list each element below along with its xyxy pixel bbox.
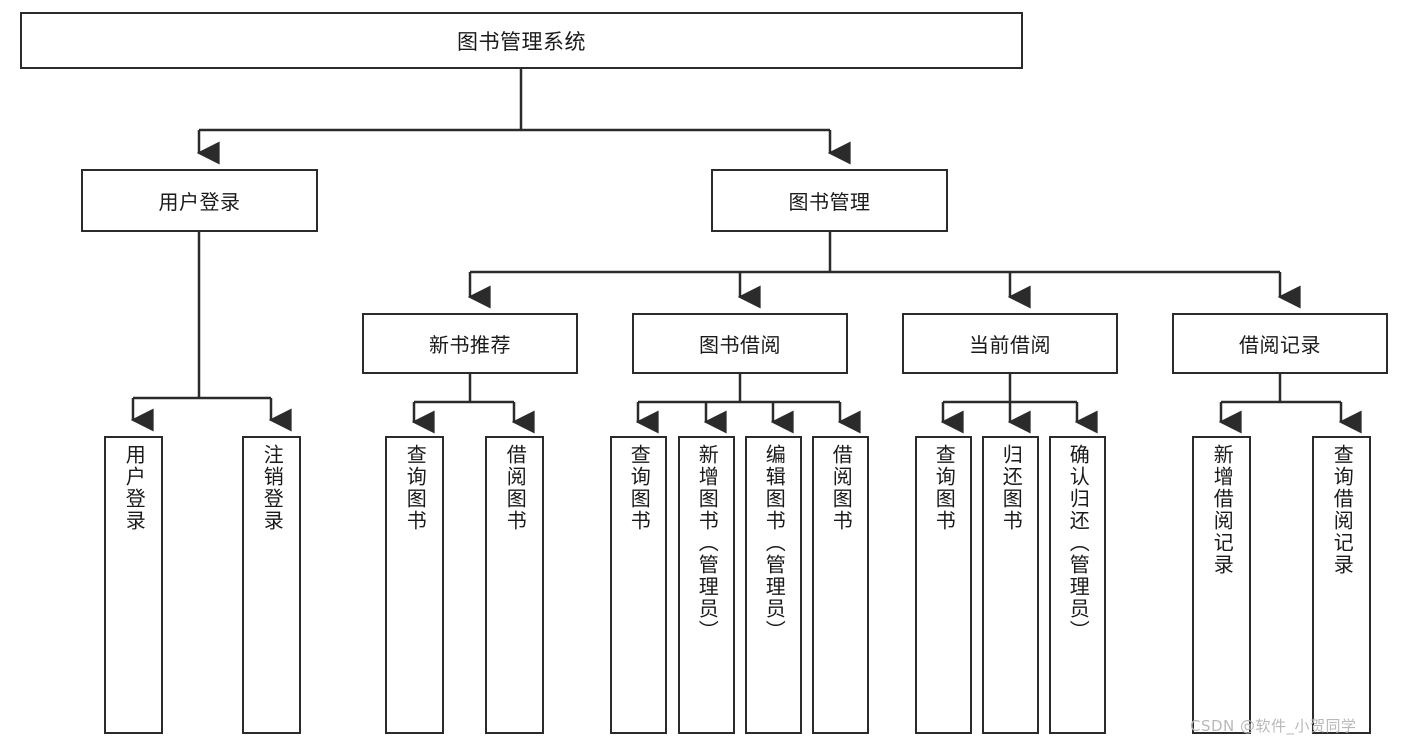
node-leaf-query-book-borrow[interactable]: 查询图书 [610,436,667,734]
node-leaf-add-book-admin[interactable]: 新增图书（管理员） [678,436,735,734]
node-leaf-label: 查询图书 [627,444,652,532]
node-leaf-label: 查询借阅记录 [1330,444,1355,576]
node-new-book-recommend[interactable]: 新书推荐 [362,313,578,374]
node-leaf-logout-login[interactable]: 注销登录 [242,436,301,734]
node-leaf-borrow-book-recommend[interactable]: 借阅图书 [485,436,544,734]
node-leaf-query-book-recommend[interactable]: 查询图书 [385,436,444,734]
edge-group-new-book-recommend [411,374,535,434]
node-root-system[interactable]: 图书管理系统 [20,12,1023,69]
node-borrow-record-label: 借阅记录 [1239,333,1321,357]
node-user-login-label: 用户登录 [158,190,241,214]
node-leaf-label: 注销登录 [260,444,285,532]
node-leaf-return-book[interactable]: 归还图书 [982,436,1039,734]
node-leaf-user-login[interactable]: 用户登录 [104,436,163,734]
edge-group-borrow-record [1218,374,1362,434]
node-leaf-query-book-current[interactable]: 查询图书 [915,436,972,734]
node-leaf-label: 确认归还（管理员） [1066,444,1091,642]
node-leaf-label: 借阅图书 [503,444,528,532]
edge-group-current-borrow [940,374,1098,434]
node-leaf-label: 查询图书 [932,444,957,532]
node-leaf-confirm-return-admin[interactable]: 确认归还（管理员） [1049,436,1106,734]
node-borrow-record[interactable]: 借阅记录 [1172,313,1388,374]
node-new-book-recommend-label: 新书推荐 [429,333,511,357]
node-book-borrow-label: 图书借阅 [699,333,781,357]
node-leaf-query-borrow-record[interactable]: 查询借阅记录 [1312,436,1371,734]
node-leaf-borrow-book[interactable]: 借阅图书 [812,436,869,734]
node-root-label: 图书管理系统 [457,29,586,54]
node-book-manage[interactable]: 图书管理 [711,169,948,232]
node-leaf-label: 用户登录 [122,444,147,532]
node-leaf-label: 借阅图书 [829,444,854,532]
node-current-borrow-label: 当前借阅 [969,333,1051,357]
node-current-borrow[interactable]: 当前借阅 [902,313,1118,374]
csdn-watermark: CSDN @软件_小贺同学 [1190,717,1357,735]
edge-group-root [196,69,851,165]
node-book-manage-label: 图书管理 [788,190,871,214]
node-leaf-label: 归还图书 [999,444,1024,532]
node-leaf-edit-book-admin[interactable]: 编辑图书（管理员） [745,436,802,734]
node-leaf-label: 查询图书 [403,444,428,532]
edge-group-user-login [130,232,292,432]
node-book-borrow[interactable]: 图书借阅 [632,313,848,374]
node-user-login[interactable]: 用户登录 [81,169,318,232]
edge-group-book-borrow [635,374,861,434]
node-leaf-label: 新增图书（管理员） [695,444,720,642]
node-leaf-label: 新增借阅记录 [1210,444,1235,576]
edge-group-book-manage [467,232,1301,309]
node-leaf-add-borrow-record[interactable]: 新增借阅记录 [1192,436,1251,734]
node-leaf-label: 编辑图书（管理员） [762,444,787,642]
